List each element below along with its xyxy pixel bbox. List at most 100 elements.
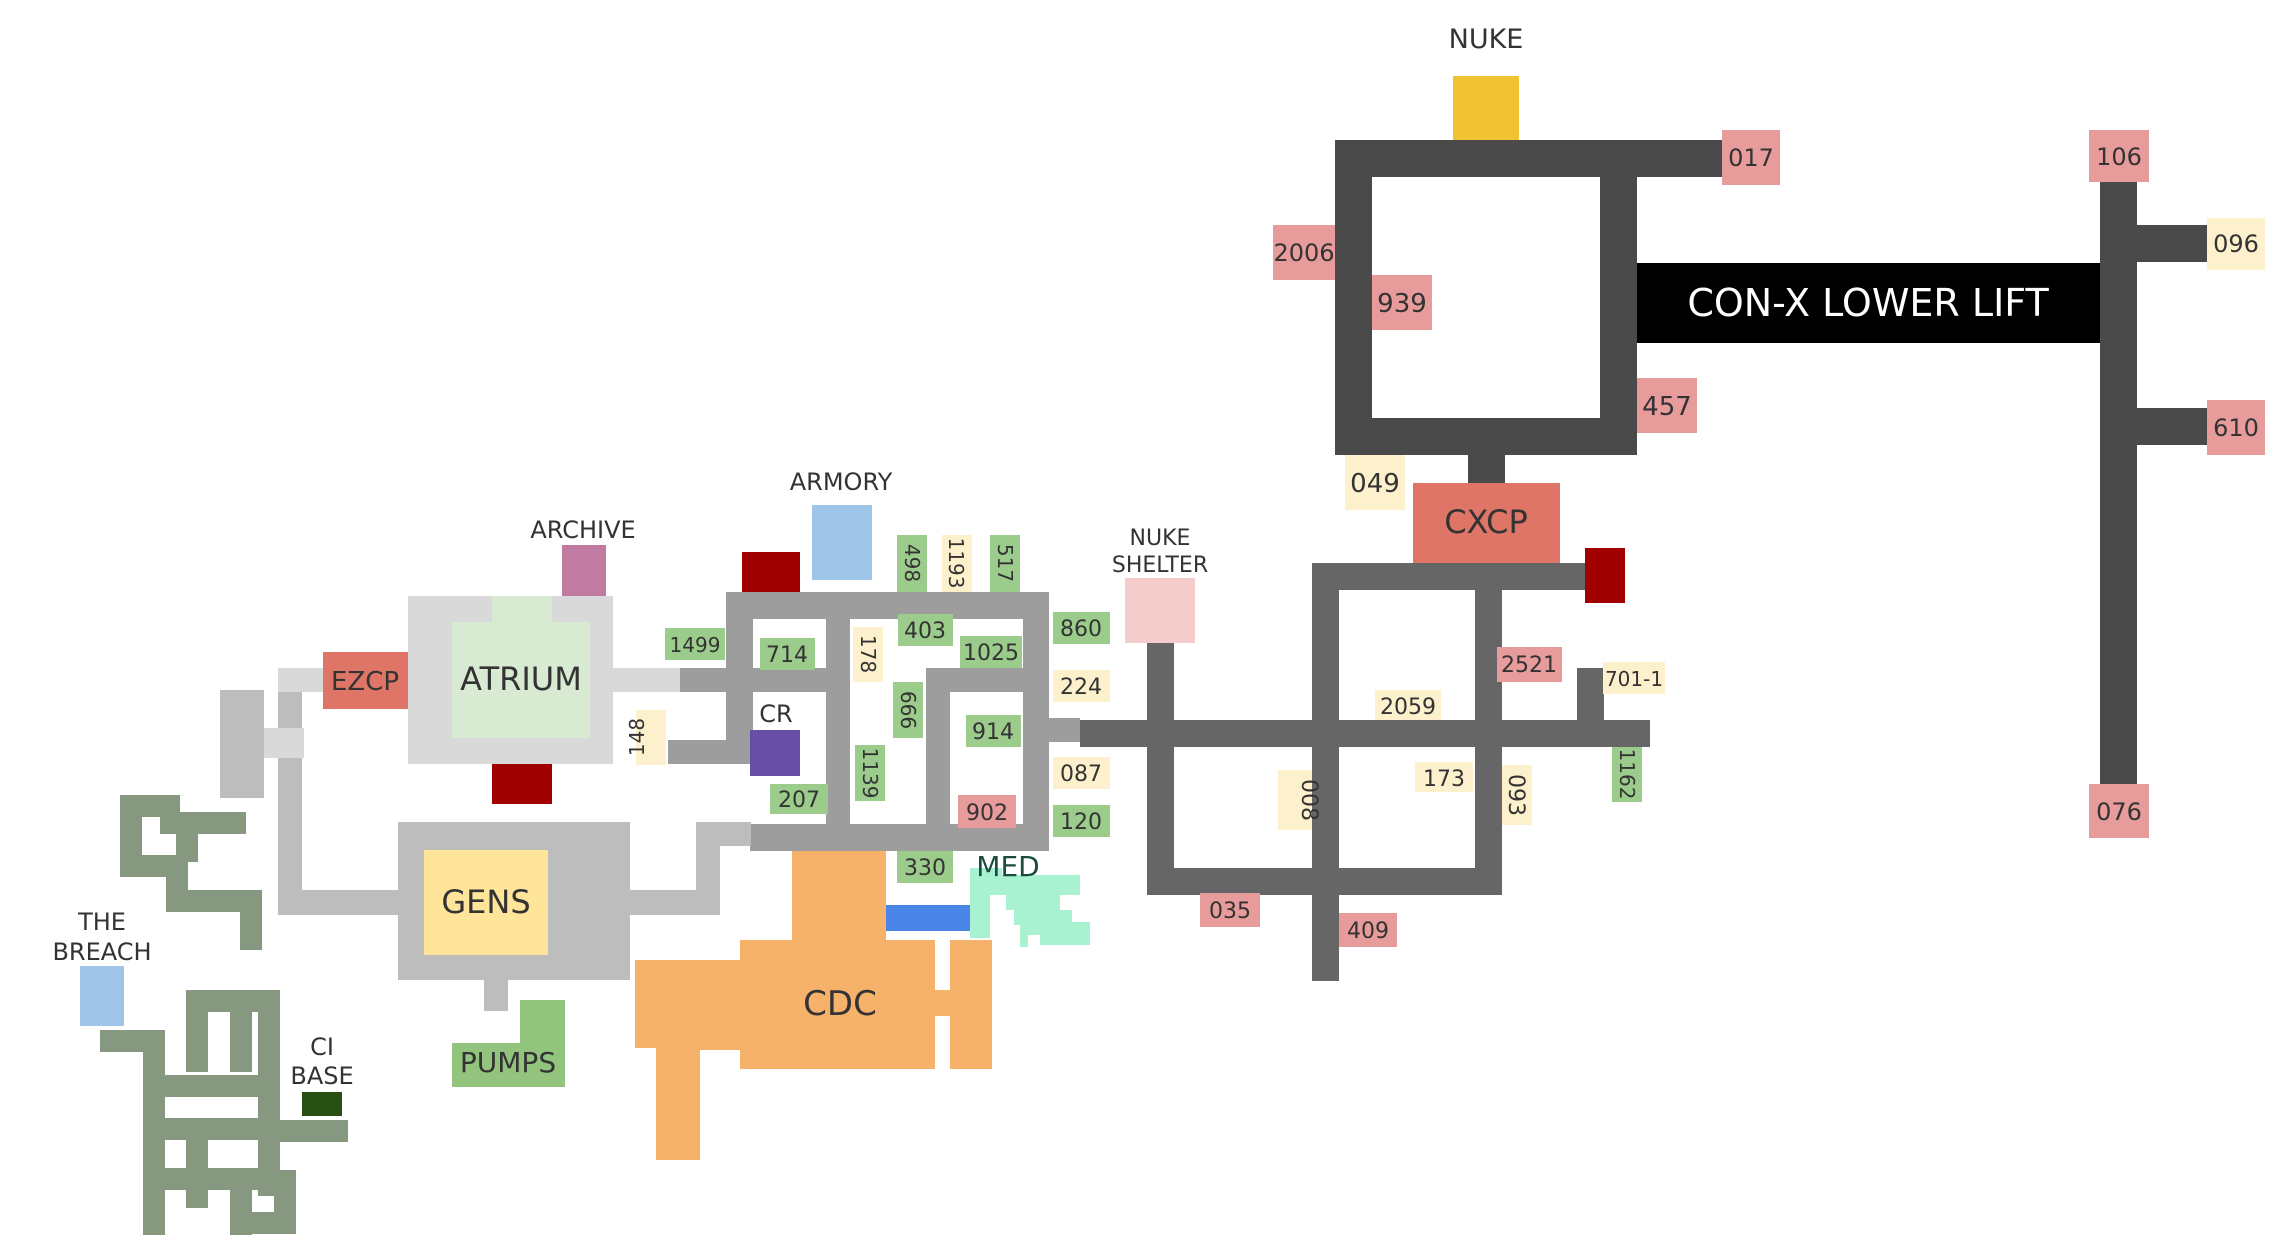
scp-914-label: 914 — [972, 720, 1014, 745]
archive-room — [562, 545, 606, 596]
med-label: MED — [976, 850, 1039, 883]
atrium-room — [452, 596, 590, 738]
scp-403-label: 403 — [904, 619, 946, 644]
ezcp-label: EZCP — [331, 667, 399, 697]
scp-330-box — [897, 851, 953, 883]
scp-2521-box — [1497, 647, 1562, 682]
scp-093-box — [1502, 765, 1532, 825]
scp-860-box — [1053, 612, 1110, 644]
scp-2059-label: 2059 — [1380, 695, 1436, 720]
scp-049-label: 049 — [1350, 469, 1400, 499]
scp-178-box — [853, 627, 883, 682]
scp-rooms: 017 106 2006 939 457 610 076 2521 035 40… — [625, 130, 2265, 947]
scp-049-box — [1345, 455, 1405, 510]
scp-173-label: 173 — [1423, 767, 1465, 792]
scp-035-box — [1200, 893, 1260, 927]
atrium-side-room — [492, 764, 552, 804]
ezcp-room — [323, 652, 408, 709]
cdc-east-wing — [950, 940, 992, 1069]
scp-2006-box — [1273, 225, 1335, 280]
scp-1139-box — [855, 745, 885, 801]
armory-label: ARMORY — [790, 468, 893, 496]
atrium-label: ATRIUM — [460, 660, 582, 698]
breach-room — [80, 966, 124, 1026]
scp-096-box — [2207, 218, 2265, 270]
scp-207-box — [770, 784, 828, 814]
nuke-label: NUKE — [1449, 24, 1524, 55]
scp-902-box — [958, 795, 1016, 828]
scp-173-box — [1415, 762, 1473, 792]
scp-008-label: 008 — [1296, 779, 1321, 821]
con-x-lower-lift-bar — [1637, 263, 2100, 343]
med-lift — [886, 905, 970, 931]
gens-room — [424, 850, 548, 955]
scp-714-label: 714 — [766, 643, 808, 668]
scp-148-label: 148 — [625, 718, 649, 756]
armory-room — [812, 505, 872, 580]
scp-409-label: 409 — [1347, 919, 1389, 944]
scp-207-label: 207 — [778, 788, 820, 813]
scp-457-label: 457 — [1642, 392, 1692, 422]
scp-093-label: 093 — [1503, 774, 1528, 816]
central-corridor-grid — [668, 592, 1080, 851]
gens-label: GENS — [441, 883, 530, 921]
ci-base-room — [302, 1092, 342, 1116]
scp-120-box — [1053, 805, 1110, 837]
rooms: NUKE CON-X LOWER LIFT CXCP NUKE SHELTER … — [52, 24, 2100, 1160]
breach-corridors — [100, 795, 348, 1235]
scp-224-label: 224 — [1060, 675, 1102, 700]
scp-498-label: 498 — [900, 544, 924, 582]
scp-106-box — [2089, 130, 2149, 182]
scp-714-box — [760, 638, 815, 670]
scp-517-box — [990, 535, 1020, 592]
nuke-shelter-label-line1: NUKE — [1130, 526, 1191, 551]
scp-148-box — [636, 710, 666, 765]
pumps-label: PUMPS — [460, 1046, 556, 1079]
scp-076-box — [2089, 784, 2149, 838]
east-corridor — [2100, 178, 2207, 826]
nuke-shelter-label-line2: SHELTER — [1112, 553, 1208, 578]
scp-939-label: 939 — [1377, 289, 1427, 319]
nuke-shelter-room — [1125, 578, 1195, 643]
scp-409-box — [1339, 913, 1397, 947]
scp-1025-label: 1025 — [963, 641, 1019, 666]
scp-1025-box — [960, 636, 1022, 668]
cdc-east-link — [935, 990, 950, 1016]
scp-701-1-box — [1603, 662, 1665, 694]
scp-1499-box — [665, 628, 725, 660]
scp-457-box — [1637, 378, 1697, 433]
scp-1139-label: 1139 — [858, 748, 882, 799]
scp-498-box — [897, 535, 927, 592]
scp-330-label: 330 — [904, 856, 946, 881]
scp-106-label: 106 — [2096, 143, 2142, 171]
armory-side-room — [742, 552, 800, 592]
scp-087-label: 087 — [1060, 762, 1102, 787]
scp-017-box — [1722, 130, 1780, 185]
scp-2521-label: 2521 — [1501, 653, 1557, 678]
scp-1499-label: 1499 — [670, 633, 721, 657]
cdc-room — [635, 851, 935, 1160]
breach-label-line2: BREACH — [52, 938, 151, 966]
scp-860-label: 860 — [1060, 617, 1102, 642]
scp-1193-label: 1193 — [944, 538, 968, 589]
scp-008-box — [1278, 770, 1312, 830]
scp-017-label: 017 — [1728, 144, 1774, 172]
pumps-room — [452, 1000, 565, 1087]
cr-room — [750, 730, 800, 776]
scp-1162-label: 1162 — [1615, 749, 1639, 800]
upper-corridor-loop — [1335, 140, 1722, 485]
con-x-lower-lift-label: CON-X LOWER LIFT — [1687, 281, 2049, 325]
cxcp-room — [1413, 483, 1560, 563]
ci-base-label-line1: CI — [310, 1033, 334, 1061]
nuke-room — [1453, 76, 1519, 140]
scp-087-box — [1053, 757, 1110, 789]
corridors — [100, 140, 2207, 1235]
scp-666-label: 666 — [896, 691, 920, 729]
scp-1162-box — [1612, 747, 1642, 802]
lower-right-corridor-grid — [1080, 563, 1650, 981]
scp-939-box — [1372, 275, 1432, 330]
ci-base-label-line2: BASE — [290, 1062, 353, 1090]
scp-1193-box — [942, 535, 972, 592]
